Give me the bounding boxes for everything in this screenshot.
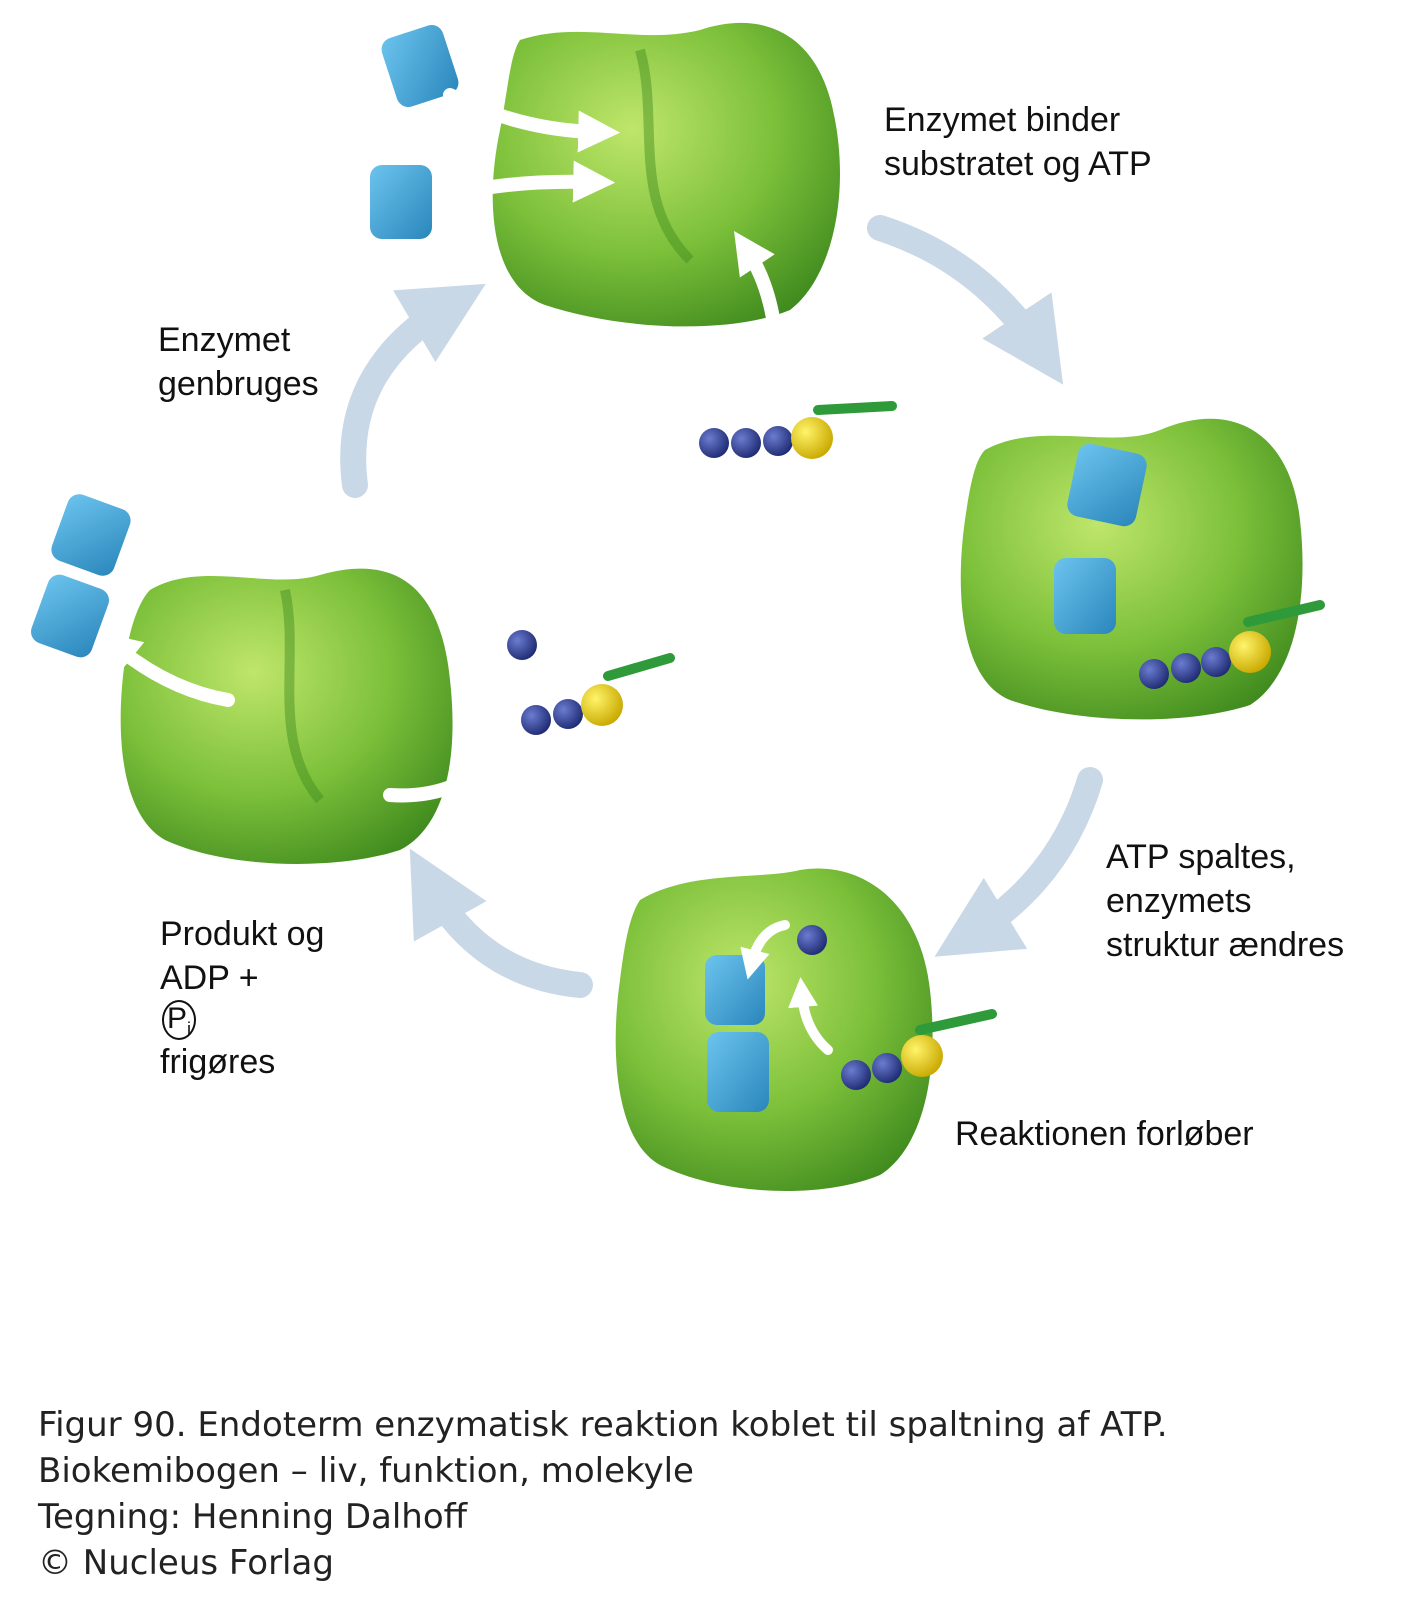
substrate-block-icon <box>707 1032 769 1112</box>
phosphate-icon <box>797 925 827 955</box>
substrate-block-icon <box>705 955 765 1025</box>
motion-arrow-icon <box>443 88 621 153</box>
label-enzyme-binds: Enzymet binder substratet og ATP <box>884 98 1152 186</box>
label-reaction-proceeds: Reaktionen forløber <box>955 1112 1254 1156</box>
label-enzyme-recycled: Enzymet genbruges <box>158 318 319 406</box>
motion-arrow-icon <box>734 231 786 397</box>
substrate-block-icon <box>1054 558 1116 634</box>
pi-letter: P <box>166 1002 187 1035</box>
cycle-arrow-1-icon <box>867 215 1064 385</box>
enzyme-top <box>370 22 897 459</box>
motion-arrow-icon <box>788 977 833 1055</box>
adp-text: ADP + <box>160 959 259 997</box>
label-enzyme-binds-line1: Enzymet binder <box>884 101 1121 139</box>
enzyme-shape-icon <box>492 22 840 327</box>
enzyme-right <box>960 418 1325 720</box>
label-atp-split: ATP spaltes, enzymets struktur ændres <box>1106 835 1344 967</box>
enzyme-cleft-icon <box>280 588 324 804</box>
caption-line-1: Figur 90. Endoterm enzymatisk reaktion k… <box>38 1405 1168 1445</box>
label-enzyme-recycled-line1: Enzymet <box>158 321 291 359</box>
cycle-arrow-4-icon <box>340 283 486 498</box>
adp-molecule-icon <box>521 653 675 735</box>
motion-arrow-icon <box>383 728 522 803</box>
caption-line-3: Tegning: Henning Dalhoff <box>38 1497 468 1537</box>
release-text: frigøres <box>160 1043 276 1081</box>
cycle-arrow-2-icon <box>934 767 1103 957</box>
caption-line-2: Biokemibogen – liv, funktion, molekyle <box>38 1451 694 1491</box>
enzyme-shape-icon <box>960 418 1303 720</box>
label-reaction-proceeds-text: Reaktionen forløber <box>955 1115 1254 1153</box>
motion-arrow-icon <box>443 160 616 203</box>
atp-molecule-icon <box>1139 600 1325 689</box>
substrate-block-icon <box>370 165 432 239</box>
pi-subscript: i <box>187 1019 191 1039</box>
caption-line-4: © Nucleus Forlag <box>38 1543 334 1583</box>
label-atp-split-line2: enzymets <box>1106 882 1252 920</box>
cycle-arrow-3-icon <box>409 848 593 998</box>
enzyme-bottom <box>615 868 997 1192</box>
atp-molecule-icon <box>841 1009 997 1090</box>
label-product-released: Produkt og ADP +Pi frigøres <box>160 912 324 1084</box>
label-enzyme-binds-line2: substratet og ATP <box>884 145 1152 183</box>
motion-arrow-icon <box>98 632 235 707</box>
substrate-block-icon <box>51 494 131 576</box>
enzyme-cleft-icon <box>635 48 694 264</box>
enzyme-cycle-diagram <box>30 22 1325 1192</box>
label-atp-split-line3: struktur ændres <box>1106 926 1345 964</box>
substrate-block-icon <box>381 24 459 108</box>
enzyme-shape-icon <box>615 868 933 1192</box>
label-product-released-line1: Produkt og <box>160 915 325 953</box>
atp-molecule-icon <box>699 401 897 459</box>
cycle-arrows <box>340 215 1103 998</box>
enzyme-shape-icon <box>120 568 453 864</box>
enzyme-left <box>30 494 675 864</box>
substrate-block-icon <box>1067 443 1147 527</box>
pi-circle-icon: Pi <box>162 1000 196 1040</box>
label-enzyme-recycled-line2: genbruges <box>158 365 319 403</box>
substrate-block-icon <box>30 574 110 658</box>
label-product-released-line2: ADP +Pi frigøres <box>160 956 324 1084</box>
phosphate-icon <box>507 630 537 660</box>
motion-arrow-icon <box>740 920 790 980</box>
figure-caption: Figur 90. Endoterm enzymatisk reaktion k… <box>38 1402 1168 1586</box>
label-atp-split-line1: ATP spaltes, <box>1106 838 1296 876</box>
